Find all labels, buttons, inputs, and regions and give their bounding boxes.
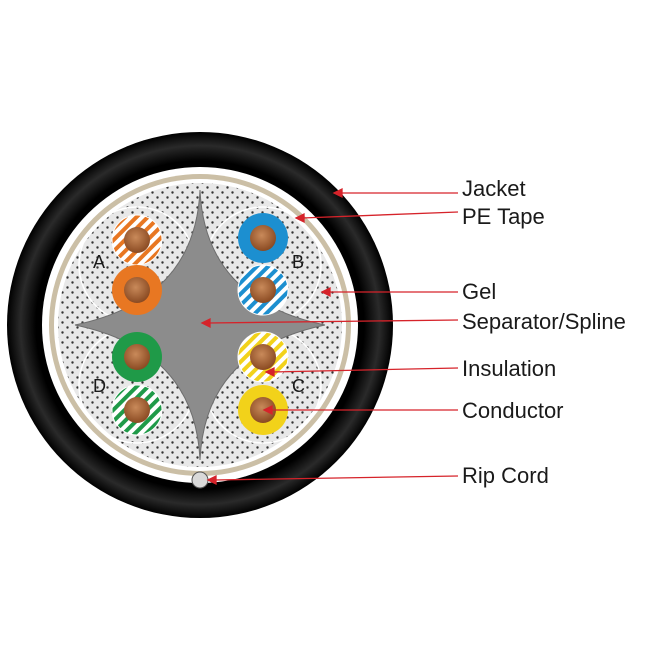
label-insulation: Insulation xyxy=(462,356,556,381)
arrow-separator xyxy=(200,317,211,329)
pair-label-a: A xyxy=(93,252,105,272)
arrow-rip-cord xyxy=(206,474,217,486)
pair-b-conductor-2 xyxy=(250,277,276,303)
pair-a-conductor-1 xyxy=(124,227,150,253)
label-pe-tape: PE Tape xyxy=(462,204,545,229)
pair-b-conductor-1 xyxy=(250,225,276,251)
leader-separator xyxy=(207,319,459,324)
arrow-pe-tape xyxy=(294,212,305,224)
arrow-conductor xyxy=(262,404,273,416)
arrow-jacket xyxy=(332,187,343,199)
pair-label-c: C xyxy=(292,376,305,396)
pair-d-conductor-2 xyxy=(124,397,150,423)
label-separator: Separator/Spline xyxy=(462,309,626,334)
pair-a-conductor-2 xyxy=(124,277,150,303)
pair-d-conductor-1 xyxy=(124,344,150,370)
pair-label-b: B xyxy=(292,252,304,272)
arrow-insulation xyxy=(264,366,275,378)
arrow-gel xyxy=(320,286,331,298)
leader-pe-tape xyxy=(301,211,459,219)
pair-c-conductor-1 xyxy=(250,344,276,370)
label-conductor: Conductor xyxy=(462,398,564,423)
leader-rip-cord xyxy=(213,475,459,481)
label-jacket: Jacket xyxy=(462,176,526,201)
leader-insulation xyxy=(271,367,459,373)
pair-label-d: D xyxy=(93,376,106,396)
label-gel: Gel xyxy=(462,279,496,304)
label-rip-cord: Rip Cord xyxy=(462,463,549,488)
rip-cord xyxy=(191,471,209,489)
